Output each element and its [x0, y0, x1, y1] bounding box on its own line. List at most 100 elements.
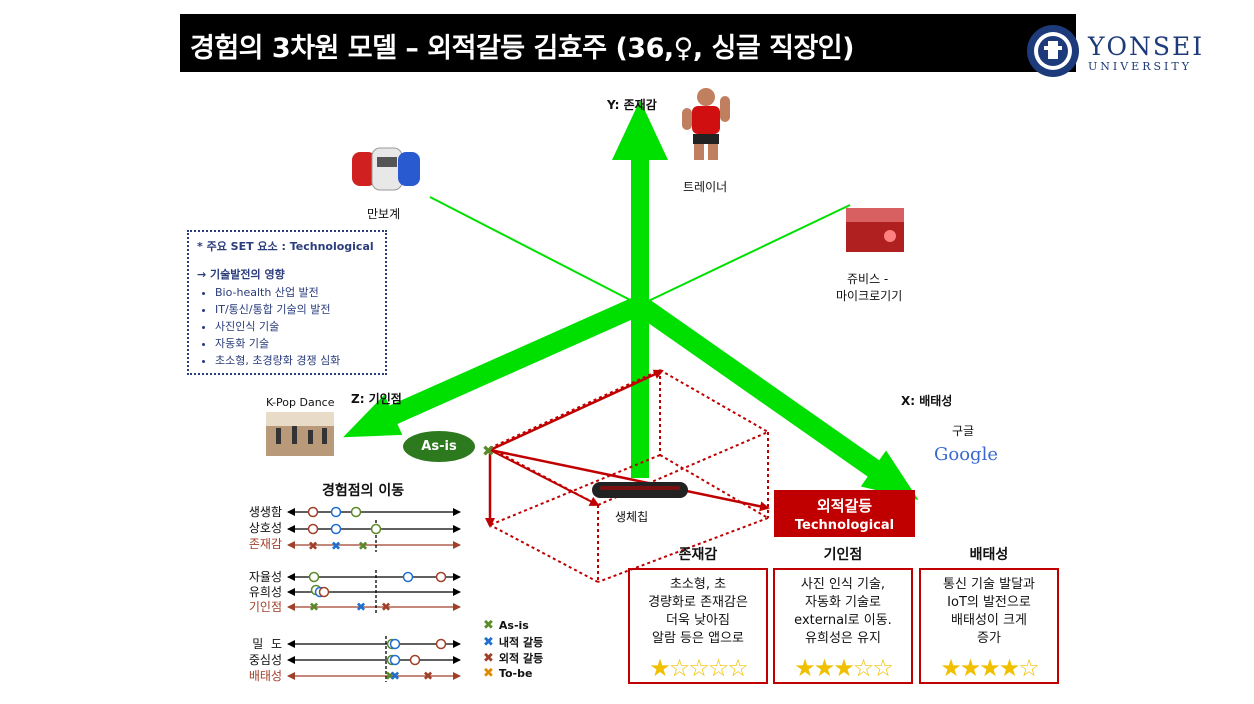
row-label: 밀 도 — [252, 637, 282, 651]
set-box-title: * 주요 SET 요소 : Technological — [197, 240, 374, 253]
kpop-label: K-Pop Dance — [266, 396, 335, 409]
biochip-label: 생체칩 — [615, 510, 649, 524]
trainer-icon — [682, 88, 730, 160]
external-conflict-box: 외적갈등 Technological — [774, 490, 915, 537]
dimension-text: 더욱 낮아짐 — [666, 613, 730, 628]
set-box-list: Bio-health 산업 발전 IT/통신/통합 기술의 발전 사진인식 기술… — [197, 284, 385, 369]
title-bar: 경험의 3차원 모델 – 외적갈등 김효주 (36,♀, 싱글 직장인) — [180, 14, 1076, 72]
svg-text:✖: ✖ — [331, 539, 341, 553]
dimension-box-origin: 사진 인식 기술, 자동화 기술로 external로 이동. 유희성은 유지 … — [773, 568, 913, 684]
row-label: 생생함 — [248, 505, 282, 519]
trainer-label: 트레이너 — [683, 180, 728, 194]
yonsei-seal-icon — [1027, 25, 1079, 77]
svg-text:✖: ✖ — [423, 669, 433, 683]
dimension-head-origin: 기인점 — [823, 547, 863, 563]
x-axis-arrow — [634, 296, 919, 501]
move-arrow-up — [489, 369, 664, 452]
dimension-text: 사진 인식 기술, — [800, 577, 886, 592]
juvis-label-2: 마이크로기기 — [836, 289, 903, 303]
asis-node: As-is — [403, 431, 475, 462]
star-empty-icon: ☆ — [1018, 654, 1039, 682]
star-rating: ★★★★☆ — [921, 655, 1057, 681]
set-box-item: IT/통신/통합 기술의 발전 — [215, 301, 385, 318]
z-axis-label: Z: 기인점 — [351, 392, 402, 406]
page-title: 경험의 3차원 모델 – 외적갈등 김효주 (36,♀, 싱글 직장인) — [190, 33, 855, 64]
dimension-text: 증가 — [977, 631, 1001, 646]
migration-lines — [287, 508, 461, 682]
pedometer-connector — [429, 196, 641, 306]
star-rating: ★★★☆☆ — [775, 655, 911, 681]
migration-title: 경험점의 이동 — [322, 483, 405, 499]
row-label: 존재감 — [248, 537, 282, 551]
star-empty-icon: ☆ — [668, 654, 690, 682]
legend-label: 외적 갈등 — [498, 652, 544, 665]
row-label: 유희성 — [248, 585, 282, 599]
star-filled-icon: ★ — [833, 654, 854, 682]
dimension-head-embedded: 배태성 — [969, 547, 1009, 563]
x-marker-icon: ✖ — [483, 651, 494, 666]
set-factor-box: * 주요 SET 요소 : Technological → 기술발전의 영향 B… — [187, 230, 387, 375]
legend-label: As-is — [498, 619, 529, 632]
x-marker-icon: ✖ — [483, 666, 494, 681]
star-filled-icon: ★ — [940, 654, 961, 682]
y-axis-label: Y: 존재감 — [607, 98, 657, 112]
star-empty-icon: ☆ — [688, 654, 709, 682]
dimension-text: 통신 기술 발달과 — [943, 577, 1035, 592]
migration-x-markers: ✖ ✖ ✖ ✖ ✖ ✖ ✖ ✖ ✖ — [308, 539, 433, 683]
juvis-label: 쥬비스 - — [847, 272, 889, 286]
dimension-text: 초소형, 초 — [669, 577, 727, 592]
legend-tobe: ✖ To-be — [483, 666, 532, 681]
dimension-head-presence: 존재감 — [678, 547, 718, 563]
star-filled-icon: ★ — [813, 654, 835, 682]
juvis-device-icon — [846, 208, 904, 252]
z-axis-arrow — [343, 295, 645, 438]
move-arrow-right — [489, 448, 770, 512]
asis-label: As-is — [421, 439, 457, 454]
star-empty-icon: ☆ — [727, 654, 748, 682]
dimension-text: 알람 등은 앱으로 — [652, 631, 744, 646]
row-label: 배태성 — [248, 669, 282, 683]
legend-label: 내적 갈등 — [498, 636, 544, 649]
row-label: 상호성 — [248, 521, 282, 535]
row-label: 기인점 — [248, 600, 282, 614]
external-conflict-title: 외적갈등 — [816, 497, 873, 515]
star-empty-icon: ☆ — [852, 654, 874, 682]
star-empty-icon: ☆ — [872, 654, 893, 682]
google-logo: Google — [934, 444, 998, 465]
set-box-heading: → 기술발전의 영향 — [197, 268, 285, 281]
dimension-text: external로 이동. — [794, 613, 892, 628]
dimension-text: 유희성은 유지 — [805, 631, 881, 646]
svg-text:✖: ✖ — [309, 600, 319, 614]
legend-label: To-be — [498, 667, 533, 680]
svg-text:✖: ✖ — [308, 539, 318, 553]
logo-line2: UNIVERSITY — [1088, 60, 1192, 73]
kpop-dance-photo — [266, 412, 334, 456]
asis-marker-icon: ✖ — [482, 442, 495, 460]
row-label: 중심성 — [248, 653, 282, 667]
dimension-box-presence: 초소형, 초 경량화로 존재감은 더욱 낮아짐 알람 등은 앱으로 ★☆☆☆☆ — [628, 568, 768, 684]
star-filled-icon: ★ — [959, 654, 981, 682]
set-box-item: 초소형, 초경량화 경쟁 심화 — [215, 352, 385, 369]
external-conflict-sub: Technological — [794, 518, 895, 533]
y-axis-arrow — [612, 100, 668, 478]
legend-outer: ✖ 외적 갈등 — [483, 650, 543, 666]
dimension-text: 경량화로 존재감은 — [648, 595, 748, 610]
x-marker-icon: ✖ — [483, 618, 494, 633]
svg-text:✖: ✖ — [358, 539, 368, 553]
logo-line1: YONSEI — [1088, 32, 1205, 61]
legend-inner: ✖ 내적 갈등 — [483, 634, 543, 650]
x-marker-icon: ✖ — [483, 635, 494, 650]
x-axis-label: X: 배태성 — [901, 394, 953, 408]
juvis-connector — [639, 204, 851, 306]
pedometer-icon — [352, 147, 420, 191]
legend-asis: ✖ As-is — [483, 618, 529, 633]
star-filled-icon: ★ — [649, 654, 670, 682]
move-arrow-mid — [489, 449, 600, 506]
pedometer-label: 만보계 — [367, 207, 401, 221]
yonsei-logo: YONSEI UNIVERSITY — [1088, 32, 1205, 74]
dimension-text: IoT의 발전으로 — [947, 595, 1031, 610]
star-filled-icon: ★ — [794, 654, 815, 682]
star-filled-icon: ★ — [998, 654, 1020, 682]
svg-text:✖: ✖ — [381, 600, 391, 614]
dimension-text: 자동화 기술로 — [805, 595, 881, 610]
